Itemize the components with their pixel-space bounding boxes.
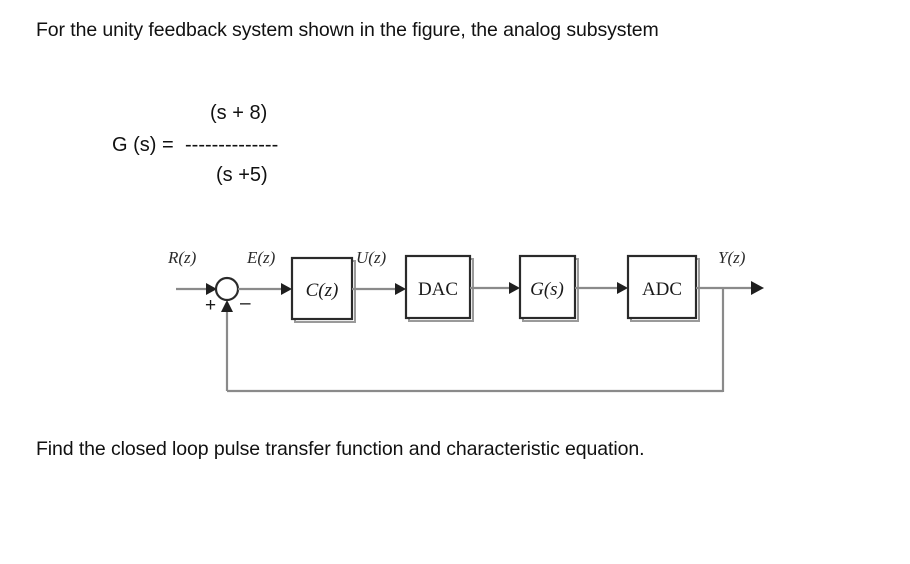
formula-left-hand-side: G (s) = [112,134,174,156]
summing-junction-plus-sign: + [205,295,216,316]
signal-label-control: U(z) [356,248,387,267]
adc-block-label: ADC [642,279,682,300]
arrowhead-output [751,281,764,295]
summing-junction [214,276,240,302]
transfer-function-formula: G (s) = (s + 8) -------------- (s +5) [112,100,442,196]
intro-text: For the unity feedback system shown in t… [36,19,659,41]
controller-block-label: C(z) [306,280,339,301]
arrowhead-feedback-into-summer [221,300,233,312]
signal-label-output: Y(z) [718,248,746,267]
signal-label-error: E(z) [246,248,276,267]
adc-block-shadow [630,258,700,322]
arrowhead-dac-input [395,283,406,295]
formula-denominator: (s +5) [216,164,268,186]
summing-junction-minus-sign: – [240,293,251,314]
arrowhead-controller-input [281,283,292,295]
question-text: Find the closed loop pulse transfer func… [36,438,645,460]
adc-block [626,254,698,320]
plant-block-label: G(s) [530,279,564,300]
controller-block-shadow [294,260,356,323]
plant-block-shadow [522,258,579,322]
arrowhead-plant-input [509,282,520,294]
formula-numerator: (s + 8) [210,102,268,124]
arrowhead-adc-input [617,282,628,294]
arrowhead-input [206,283,217,295]
plant-block [518,254,577,320]
controller-block [290,256,354,321]
formula-fraction-bar: -------------- [185,134,279,156]
dac-block-shadow [408,258,474,322]
signal-label-input: R(z) [167,248,197,267]
dac-block-label: DAC [418,279,458,300]
dac-block [404,254,472,320]
